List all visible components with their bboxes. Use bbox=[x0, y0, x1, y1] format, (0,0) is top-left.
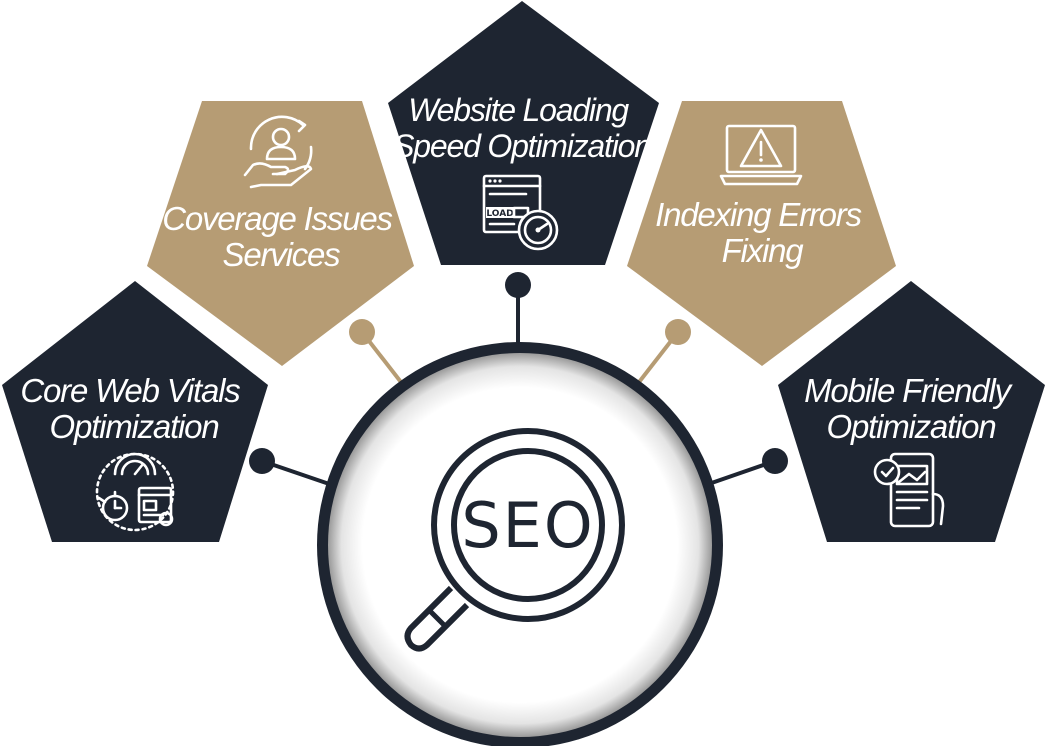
dot-coverage-issues bbox=[349, 319, 375, 345]
pentagon-coverage-issues bbox=[147, 101, 414, 366]
dot-website-loading bbox=[505, 272, 531, 298]
svg-text:LOAD: LOAD bbox=[486, 209, 513, 219]
dot-mobile-friendly bbox=[762, 448, 788, 474]
pentagon-indexing-errors bbox=[627, 101, 896, 366]
dot-indexing-errors bbox=[665, 319, 691, 345]
label-mobile-friendly: Mobile Friendly Optimization bbox=[804, 372, 1018, 445]
center-seo-text: SEO bbox=[461, 489, 594, 562]
label-coverage-issues: Coverage Issues Services bbox=[162, 200, 400, 273]
speed-gauge-stopwatch-icon bbox=[95, 452, 175, 532]
center-hub bbox=[317, 342, 723, 746]
pentagon-core-web-vitals bbox=[2, 281, 268, 542]
mobile-phone-check-icon bbox=[873, 452, 945, 528]
dot-core-web-vitals bbox=[249, 448, 275, 474]
connector-core-web-vitals bbox=[261, 459, 339, 489]
label-website-loading: Website Loading Speed Optimization bbox=[393, 92, 651, 164]
pentagon-mobile-friendly bbox=[778, 281, 1045, 542]
label-core-web-vitals: Core Web Vitals Optimization bbox=[20, 372, 247, 445]
pentagon-website-loading bbox=[388, 1, 659, 265]
center-disc bbox=[328, 353, 712, 737]
hand-user-cycle-icon bbox=[243, 115, 313, 189]
magnifying-glass-icon: SEO bbox=[404, 428, 625, 652]
laptop-warning-icon bbox=[719, 124, 803, 186]
label-indexing-errors: Indexing Errors Fixing bbox=[655, 196, 869, 269]
browser-load-gauge-icon: LOAD bbox=[482, 174, 559, 251]
